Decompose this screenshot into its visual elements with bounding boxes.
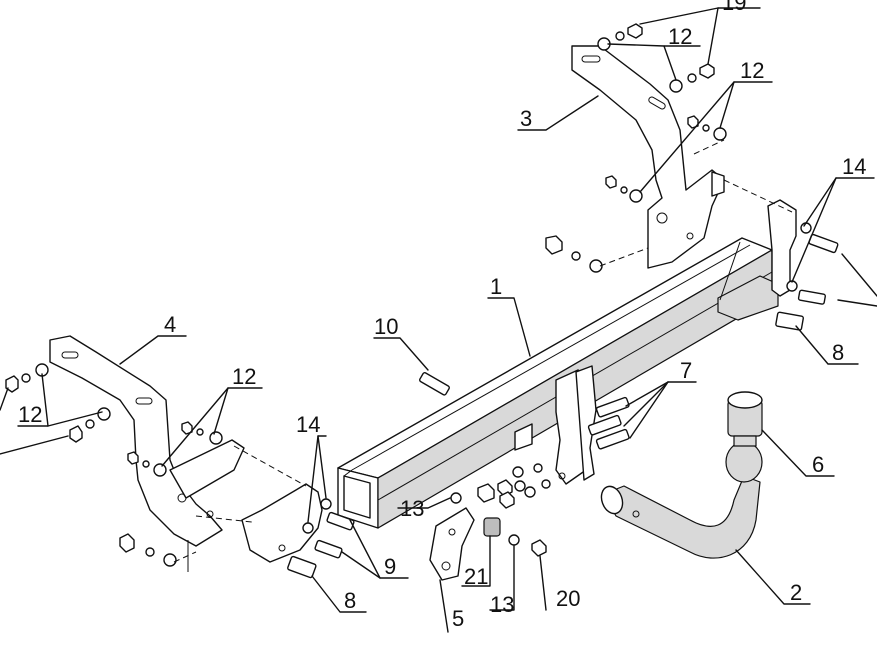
label-12-left: 12 bbox=[18, 402, 42, 427]
label-10: 10 bbox=[374, 314, 398, 339]
label-14-left: 14 bbox=[296, 412, 320, 437]
socket-plate bbox=[429, 507, 475, 581]
beam-right-end bbox=[717, 241, 779, 321]
tow-ball-neck bbox=[600, 475, 761, 559]
label-13-b: 13 bbox=[490, 592, 514, 617]
part-labels: 19 12 12 3 14 1 4 10 12 12 8 7 14 6 13 9… bbox=[18, 0, 866, 631]
label-13-a: 13 bbox=[400, 496, 424, 521]
label-19: 19 bbox=[722, 0, 746, 15]
label-7: 7 bbox=[680, 358, 692, 383]
label-14-right: 14 bbox=[842, 154, 866, 179]
label-20: 20 bbox=[556, 586, 580, 611]
assembly-lines bbox=[173, 139, 793, 572]
right-side-plate bbox=[767, 199, 797, 297]
label-2: 2 bbox=[790, 580, 802, 605]
label-12-upper-right: 12 bbox=[740, 58, 764, 83]
centre-plates bbox=[555, 365, 597, 485]
label-21: 21 bbox=[464, 564, 488, 589]
left-bracket bbox=[49, 335, 245, 547]
spring bbox=[483, 517, 501, 537]
tow-ball bbox=[725, 391, 763, 483]
label-4: 4 bbox=[164, 312, 176, 337]
cross-beam bbox=[337, 237, 773, 529]
label-8-right: 8 bbox=[832, 340, 844, 365]
label-6: 6 bbox=[812, 452, 824, 477]
label-1: 1 bbox=[490, 274, 502, 299]
label-12-top: 12 bbox=[668, 24, 692, 49]
label-3: 3 bbox=[520, 106, 532, 131]
left-side-plate bbox=[241, 483, 323, 563]
label-5: 5 bbox=[452, 606, 464, 631]
fasteners bbox=[5, 23, 839, 579]
label-9: 9 bbox=[384, 554, 396, 579]
right-bracket bbox=[571, 45, 725, 269]
label-8-left: 8 bbox=[344, 588, 356, 613]
label-12-middle: 12 bbox=[232, 364, 256, 389]
leader-lines bbox=[0, 7, 877, 633]
